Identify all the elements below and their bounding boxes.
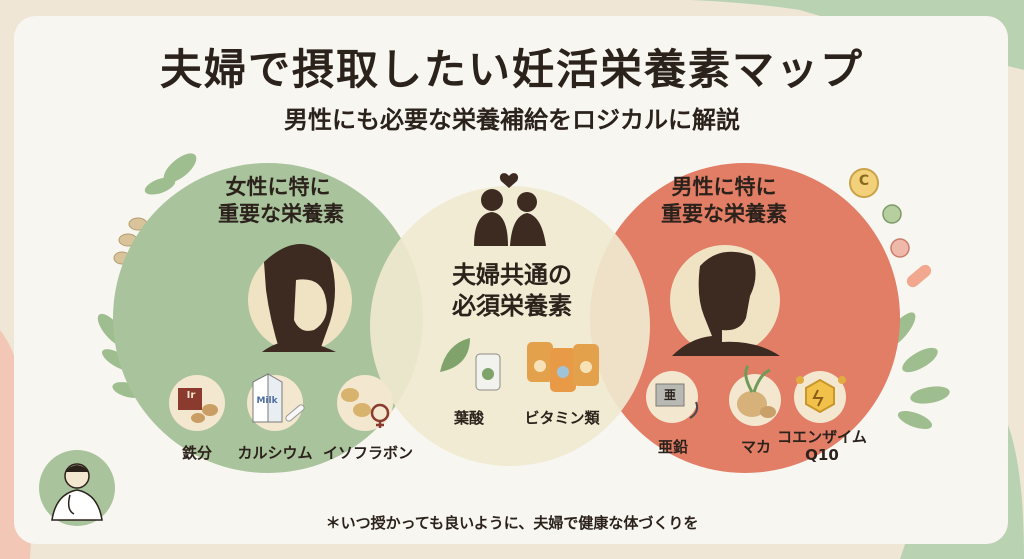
zinc-symbol: 亜 (663, 388, 676, 402)
page-title: 夫婦で摂取したい妊活栄養素マップ (159, 45, 864, 94)
maca-icon (729, 365, 781, 426)
coq10-icon (794, 371, 846, 423)
isoflavone-icon (337, 375, 393, 431)
capsule-icon (906, 264, 932, 288)
item-zinc-label: 亜鉛 (657, 438, 688, 456)
common-heading: 夫婦共通の 必須栄養素 (430, 260, 594, 322)
common-heading-line2: 必須栄養素 (452, 292, 572, 321)
zinc-icon (646, 371, 699, 423)
iron-icon (169, 375, 225, 431)
item-maca-label: マカ (740, 438, 771, 456)
vitamin-c-icon (849, 168, 879, 198)
women-heading: 女性に特に 重要な栄養素 (218, 174, 344, 229)
item-coq10-line2: Q10 (805, 446, 839, 464)
doctor-avatar (39, 450, 115, 526)
folic-acid-icon (440, 338, 501, 391)
common-circle (370, 186, 650, 466)
common-heading-line1: 夫婦共通の (452, 261, 572, 289)
item-folic-acid-label: 葉酸 (453, 409, 484, 427)
page-subtitle: 男性にも必要な栄養補給をロジカルに解説 (284, 106, 740, 134)
item-coq10-label: コエンザイム Q10 (776, 428, 868, 464)
couple-silhouette (474, 173, 546, 246)
men-heading: 男性に特に 重要な栄養素 (654, 174, 794, 229)
footnote: ＊いつ授かっても良いように、夫婦で健康な体づくりを (325, 514, 699, 532)
item-vitamins-label: ビタミン類 (524, 409, 600, 427)
minus-pill-icon (882, 204, 902, 224)
vitamin-c-letter: C (858, 173, 870, 189)
vitamin-bottles-icon (527, 342, 599, 392)
item-coq10-line1: コエンザイム (777, 428, 867, 446)
item-calcium-label: カルシウム (237, 444, 313, 462)
woman-portrait (248, 243, 352, 352)
supplement-decoration (849, 168, 932, 288)
women-heading-line1: 女性に特に (225, 175, 331, 199)
women-heading-line2: 重要な栄養素 (218, 202, 344, 227)
plus-pill-icon (890, 238, 910, 258)
milk-icon (247, 373, 305, 431)
item-iron-label: 鉄分 (181, 444, 212, 462)
iron-symbol: Ir (186, 390, 196, 401)
man-portrait (670, 245, 780, 356)
item-isoflavone-label: イソフラボン (322, 444, 413, 462)
men-heading-line2: 重要な栄養素 (661, 202, 787, 227)
milk-carton-text: Milk (256, 396, 278, 406)
men-heading-line1: 男性に特に (671, 175, 777, 199)
heart-icon (499, 173, 519, 188)
